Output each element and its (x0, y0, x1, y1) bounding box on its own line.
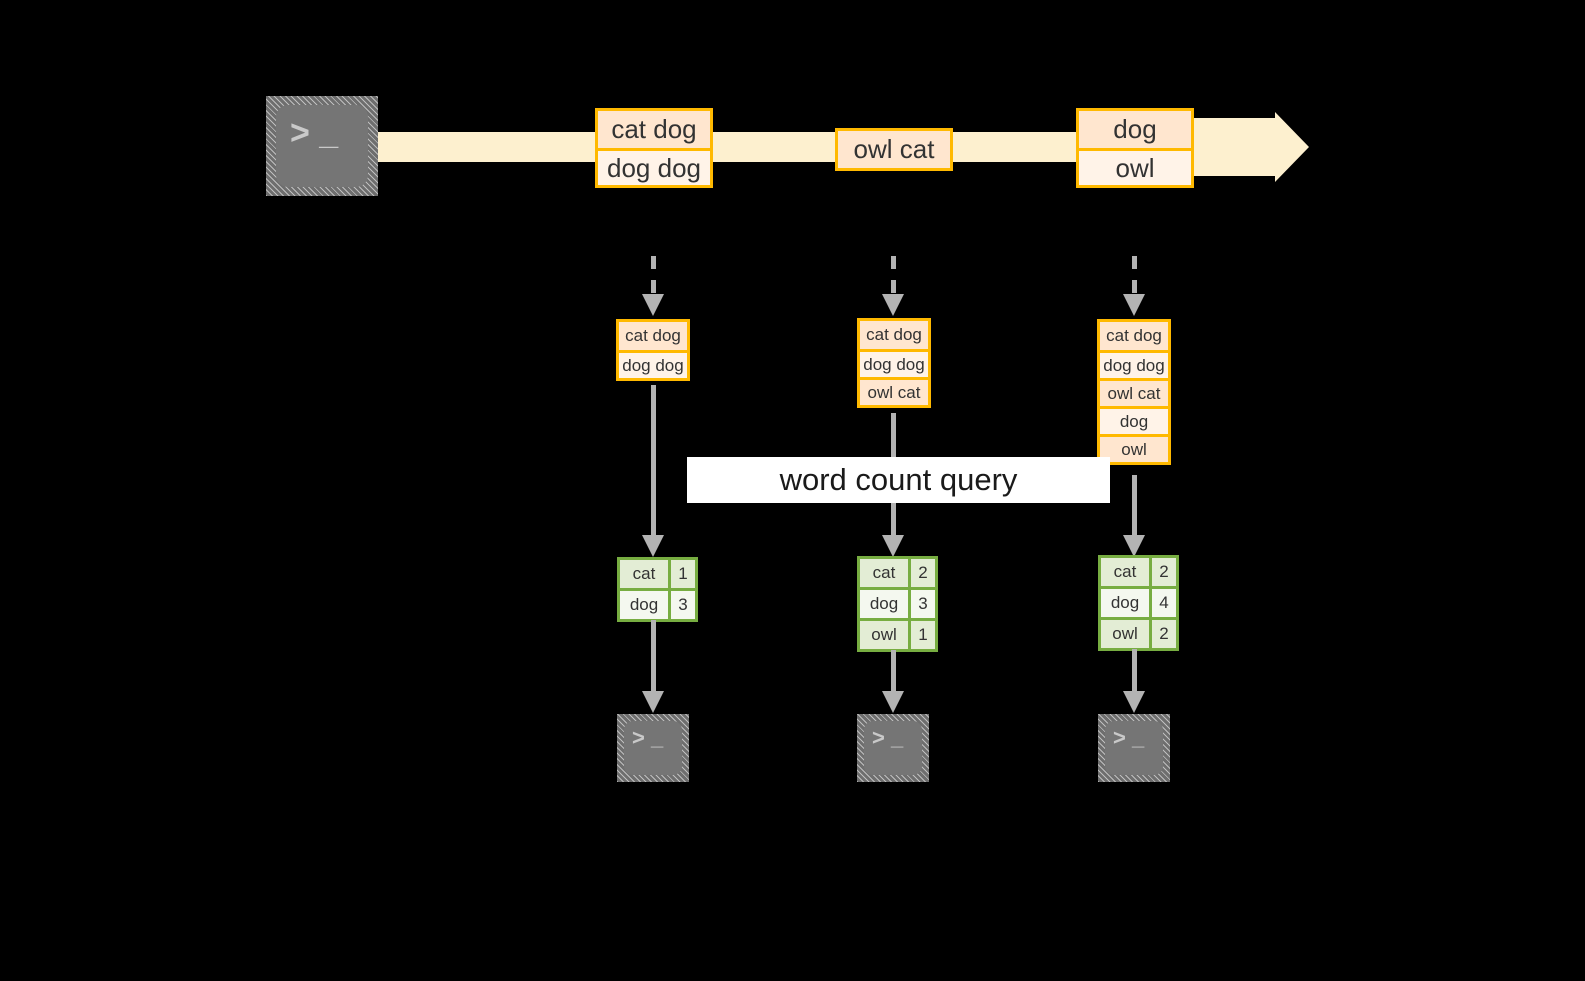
stream-event-1-line-1: cat dog (598, 111, 710, 148)
result-3-word-1: cat (1101, 558, 1149, 586)
terminal-prompt-icon: > _ (290, 114, 339, 152)
sink-terminal-1[interactable]: > _ (617, 714, 689, 782)
stream-event-2[interactable]: owl cat (835, 128, 953, 171)
snapshot-2-line-3: owl cat (860, 377, 928, 405)
dashed-connector-3 (1132, 256, 1137, 298)
terminal-screen (1105, 721, 1163, 775)
query-banner: word count query (687, 457, 1110, 503)
snapshot-1-line-1: cat dog (619, 322, 687, 350)
result-table-3[interactable]: cat 2 dog 4 owl 2 (1098, 555, 1179, 651)
result-2-word-3: owl (860, 621, 908, 649)
query-connector-3-arrow (1123, 535, 1145, 557)
stream-event-1[interactable]: cat dog dog dog (595, 108, 713, 188)
table-row: cat 2 (1101, 558, 1176, 586)
snapshot-2-line-2: dog dog (860, 349, 928, 377)
snapshot-3[interactable]: cat dog dog dog owl cat dog owl (1097, 319, 1171, 465)
snapshot-3-line-1: cat dog (1100, 322, 1168, 350)
snapshot-3-line-5: owl (1100, 434, 1168, 462)
result-3-count-1: 2 (1149, 558, 1176, 586)
result-1-count-1: 1 (668, 560, 695, 588)
sink-terminal-2[interactable]: > _ (857, 714, 929, 782)
query-banner-label: word count query (779, 462, 1018, 497)
result-2-count-1: 2 (908, 559, 935, 587)
result-2-word-2: dog (860, 590, 908, 618)
stream-event-1-line-2: dog dog (598, 148, 710, 185)
table-row: owl 2 (1101, 617, 1176, 648)
dashed-connector-2-arrow (882, 294, 904, 316)
result-1-count-2: 3 (668, 591, 695, 619)
terminal-screen (624, 721, 682, 775)
result-table-2[interactable]: cat 2 dog 3 owl 1 (857, 556, 938, 652)
terminal-screen (864, 721, 922, 775)
snapshot-3-line-3: owl cat (1100, 378, 1168, 406)
terminal-prompt-icon: > _ (1113, 725, 1145, 750)
query-connector-2-arrow (882, 535, 904, 557)
snapshot-3-line-2: dog dog (1100, 350, 1168, 378)
table-row: owl 1 (860, 618, 935, 649)
dashed-connector-3-arrow (1123, 294, 1145, 316)
table-row: dog 3 (620, 588, 695, 619)
source-terminal[interactable]: > _ (266, 96, 378, 196)
table-row: cat 2 (860, 559, 935, 587)
sink-connector-2 (891, 650, 896, 693)
sink-connector-1 (651, 620, 656, 693)
stream-event-2-line-1: owl cat (838, 131, 950, 168)
result-1-word-1: cat (620, 560, 668, 588)
terminal-prompt-icon: > _ (872, 725, 904, 750)
stream-event-3-line-2: owl (1079, 148, 1191, 185)
query-connector-1 (651, 385, 656, 537)
terminal-screen (276, 105, 368, 187)
dashed-connector-2 (891, 256, 896, 298)
sink-connector-3 (1132, 649, 1137, 693)
snapshot-2-line-1: cat dog (860, 321, 928, 349)
stream-arrow-shaft (1190, 118, 1278, 176)
result-1-word-2: dog (620, 591, 668, 619)
result-2-count-3: 1 (908, 621, 935, 649)
sink-connector-2-arrow (882, 691, 904, 713)
result-table-1[interactable]: cat 1 dog 3 (617, 557, 698, 622)
snapshot-1-line-2: dog dog (619, 350, 687, 378)
result-3-word-2: dog (1101, 589, 1149, 617)
query-connector-3 (1132, 475, 1137, 537)
table-row: cat 1 (620, 560, 695, 588)
dashed-connector-1-arrow (642, 294, 664, 316)
result-3-count-3: 2 (1149, 620, 1176, 648)
stream-event-3[interactable]: dog owl (1076, 108, 1194, 188)
result-2-count-2: 3 (908, 590, 935, 618)
result-2-word-1: cat (860, 559, 908, 587)
query-connector-1-arrow (642, 535, 664, 557)
terminal-prompt-icon: > _ (632, 725, 664, 750)
snapshot-2[interactable]: cat dog dog dog owl cat (857, 318, 931, 408)
sink-terminal-3[interactable]: > _ (1098, 714, 1170, 782)
stream-arrow-head (1275, 112, 1309, 182)
snapshot-3-line-4: dog (1100, 406, 1168, 434)
result-3-word-3: owl (1101, 620, 1149, 648)
table-row: dog 4 (1101, 586, 1176, 617)
stream-event-3-line-1: dog (1079, 111, 1191, 148)
snapshot-1[interactable]: cat dog dog dog (616, 319, 690, 381)
dashed-connector-1 (651, 256, 656, 298)
result-3-count-2: 4 (1149, 589, 1176, 617)
sink-connector-1-arrow (642, 691, 664, 713)
table-row: dog 3 (860, 587, 935, 618)
sink-connector-3-arrow (1123, 691, 1145, 713)
